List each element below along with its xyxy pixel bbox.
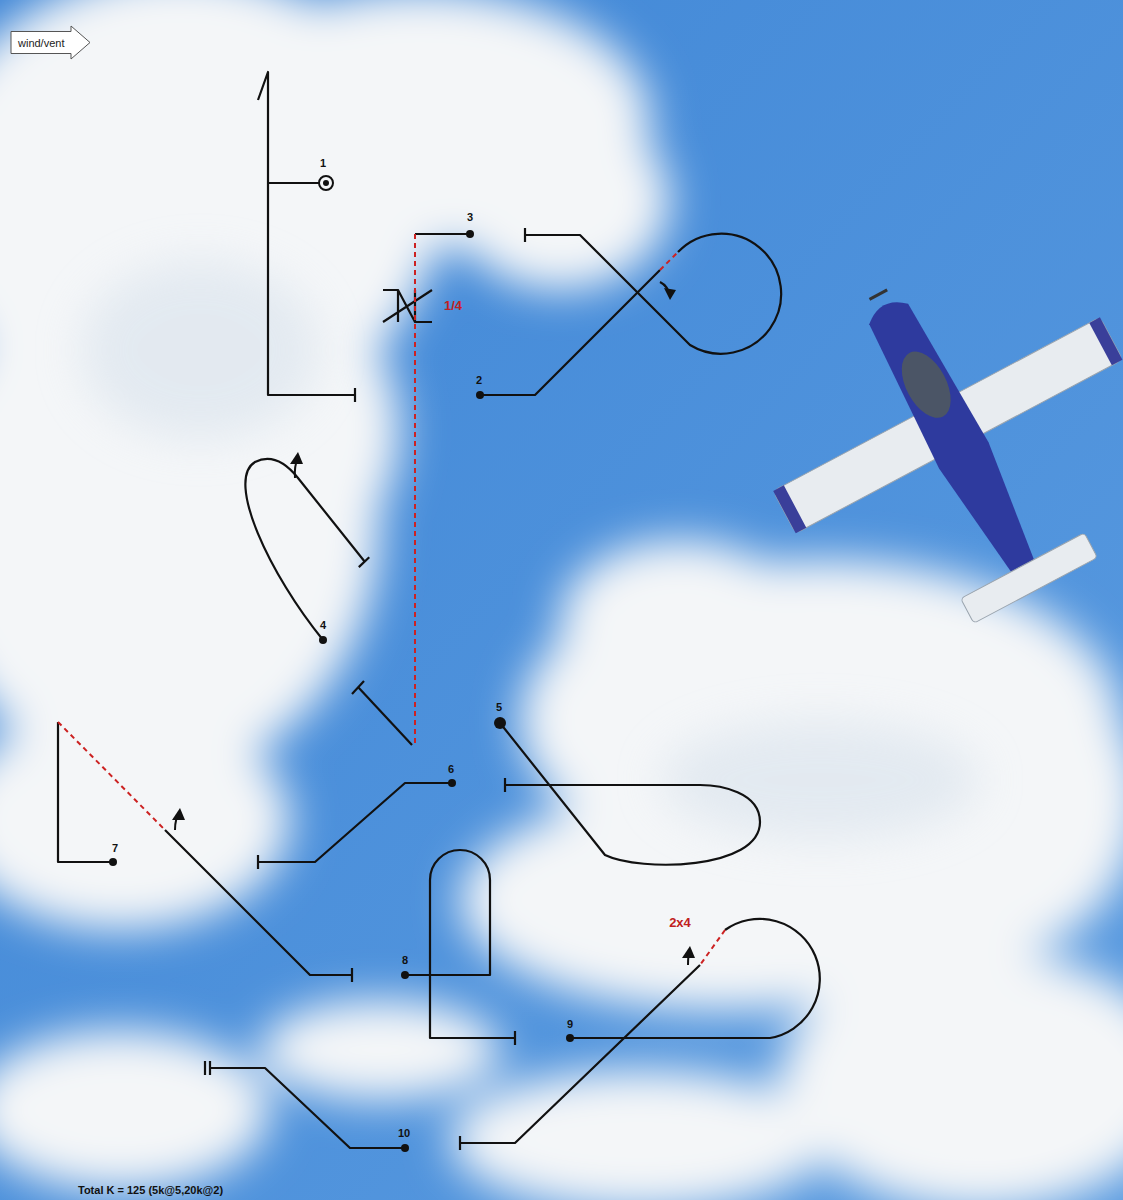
figure-number: 1 — [320, 158, 326, 169]
figure-number: 10 — [398, 1128, 410, 1139]
roll-annotation: 1/4 — [444, 299, 462, 312]
figure-number: 9 — [567, 1019, 573, 1030]
figure-number: 2 — [476, 375, 482, 386]
total-k-note: Total K = 125 (5k@5,20k@2) — [78, 1185, 223, 1196]
figure-number: 5 — [496, 702, 502, 713]
figure-number: 8 — [402, 955, 408, 966]
figure-number: 4 — [320, 620, 326, 631]
wind-label: wind/vent — [18, 37, 64, 49]
roll-annotation: 2x4 — [669, 916, 691, 929]
figure-number: 3 — [467, 212, 473, 223]
figure-number: 7 — [112, 843, 118, 854]
wind-arrow: wind/vent — [10, 25, 91, 60]
figure-number: 6 — [448, 764, 454, 775]
